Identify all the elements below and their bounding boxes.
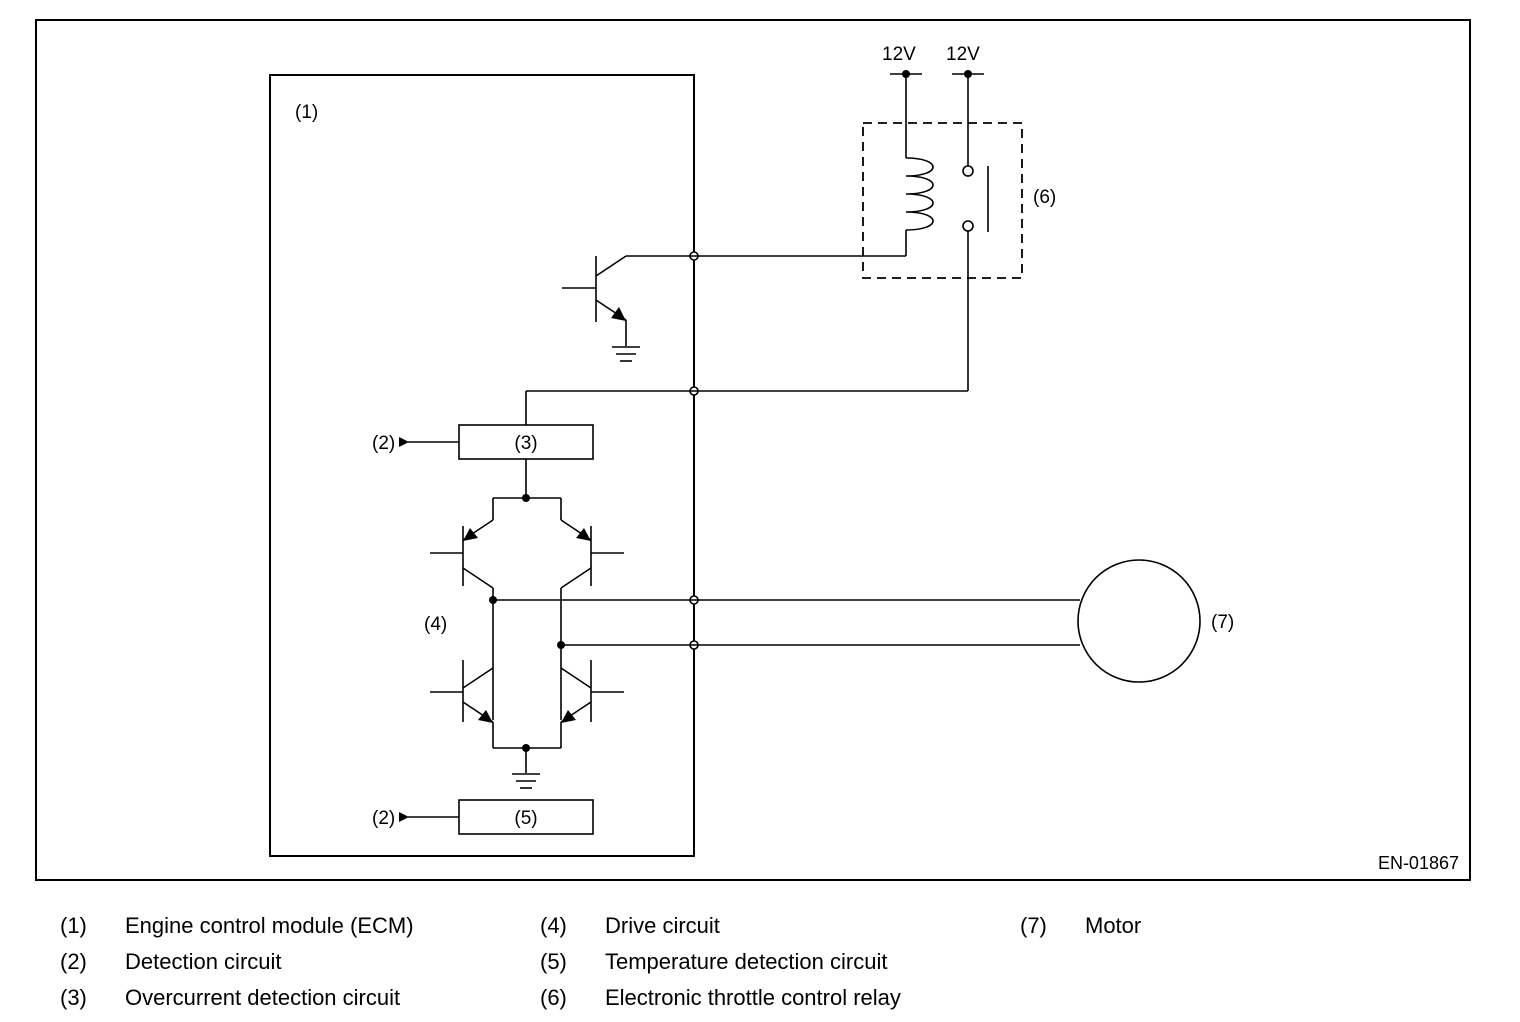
motor [1077, 559, 1201, 683]
motor-callout: (7) [1211, 612, 1234, 633]
relay-coil [905, 74, 934, 256]
supply-12v-switch: 12V [946, 44, 984, 78]
h-bridge-drive-circuit [430, 494, 624, 789]
diagram-frame [35, 19, 1471, 881]
supply-12v-coil: 12V [882, 44, 922, 78]
ecm-callout: (1) [295, 102, 318, 123]
svg-text:12V: 12V [882, 44, 916, 65]
relay-driver-transistor [562, 255, 640, 362]
figure-id: EN-01867 [1378, 853, 1459, 873]
ecm-box [269, 74, 695, 857]
svg-text:12V: 12V [946, 44, 980, 65]
detection-callout-bottom: (2) [372, 808, 395, 829]
relay-callout: (6) [1033, 187, 1056, 208]
overcurrent-callout: (3) [514, 433, 537, 454]
relay-switch [962, 74, 989, 391]
wiring [493, 255, 1080, 646]
drive-callout: (4) [424, 614, 447, 635]
relay-box [862, 122, 1023, 279]
temperature-callout: (5) [514, 808, 537, 829]
detection-callout-top: (2) [372, 433, 395, 454]
